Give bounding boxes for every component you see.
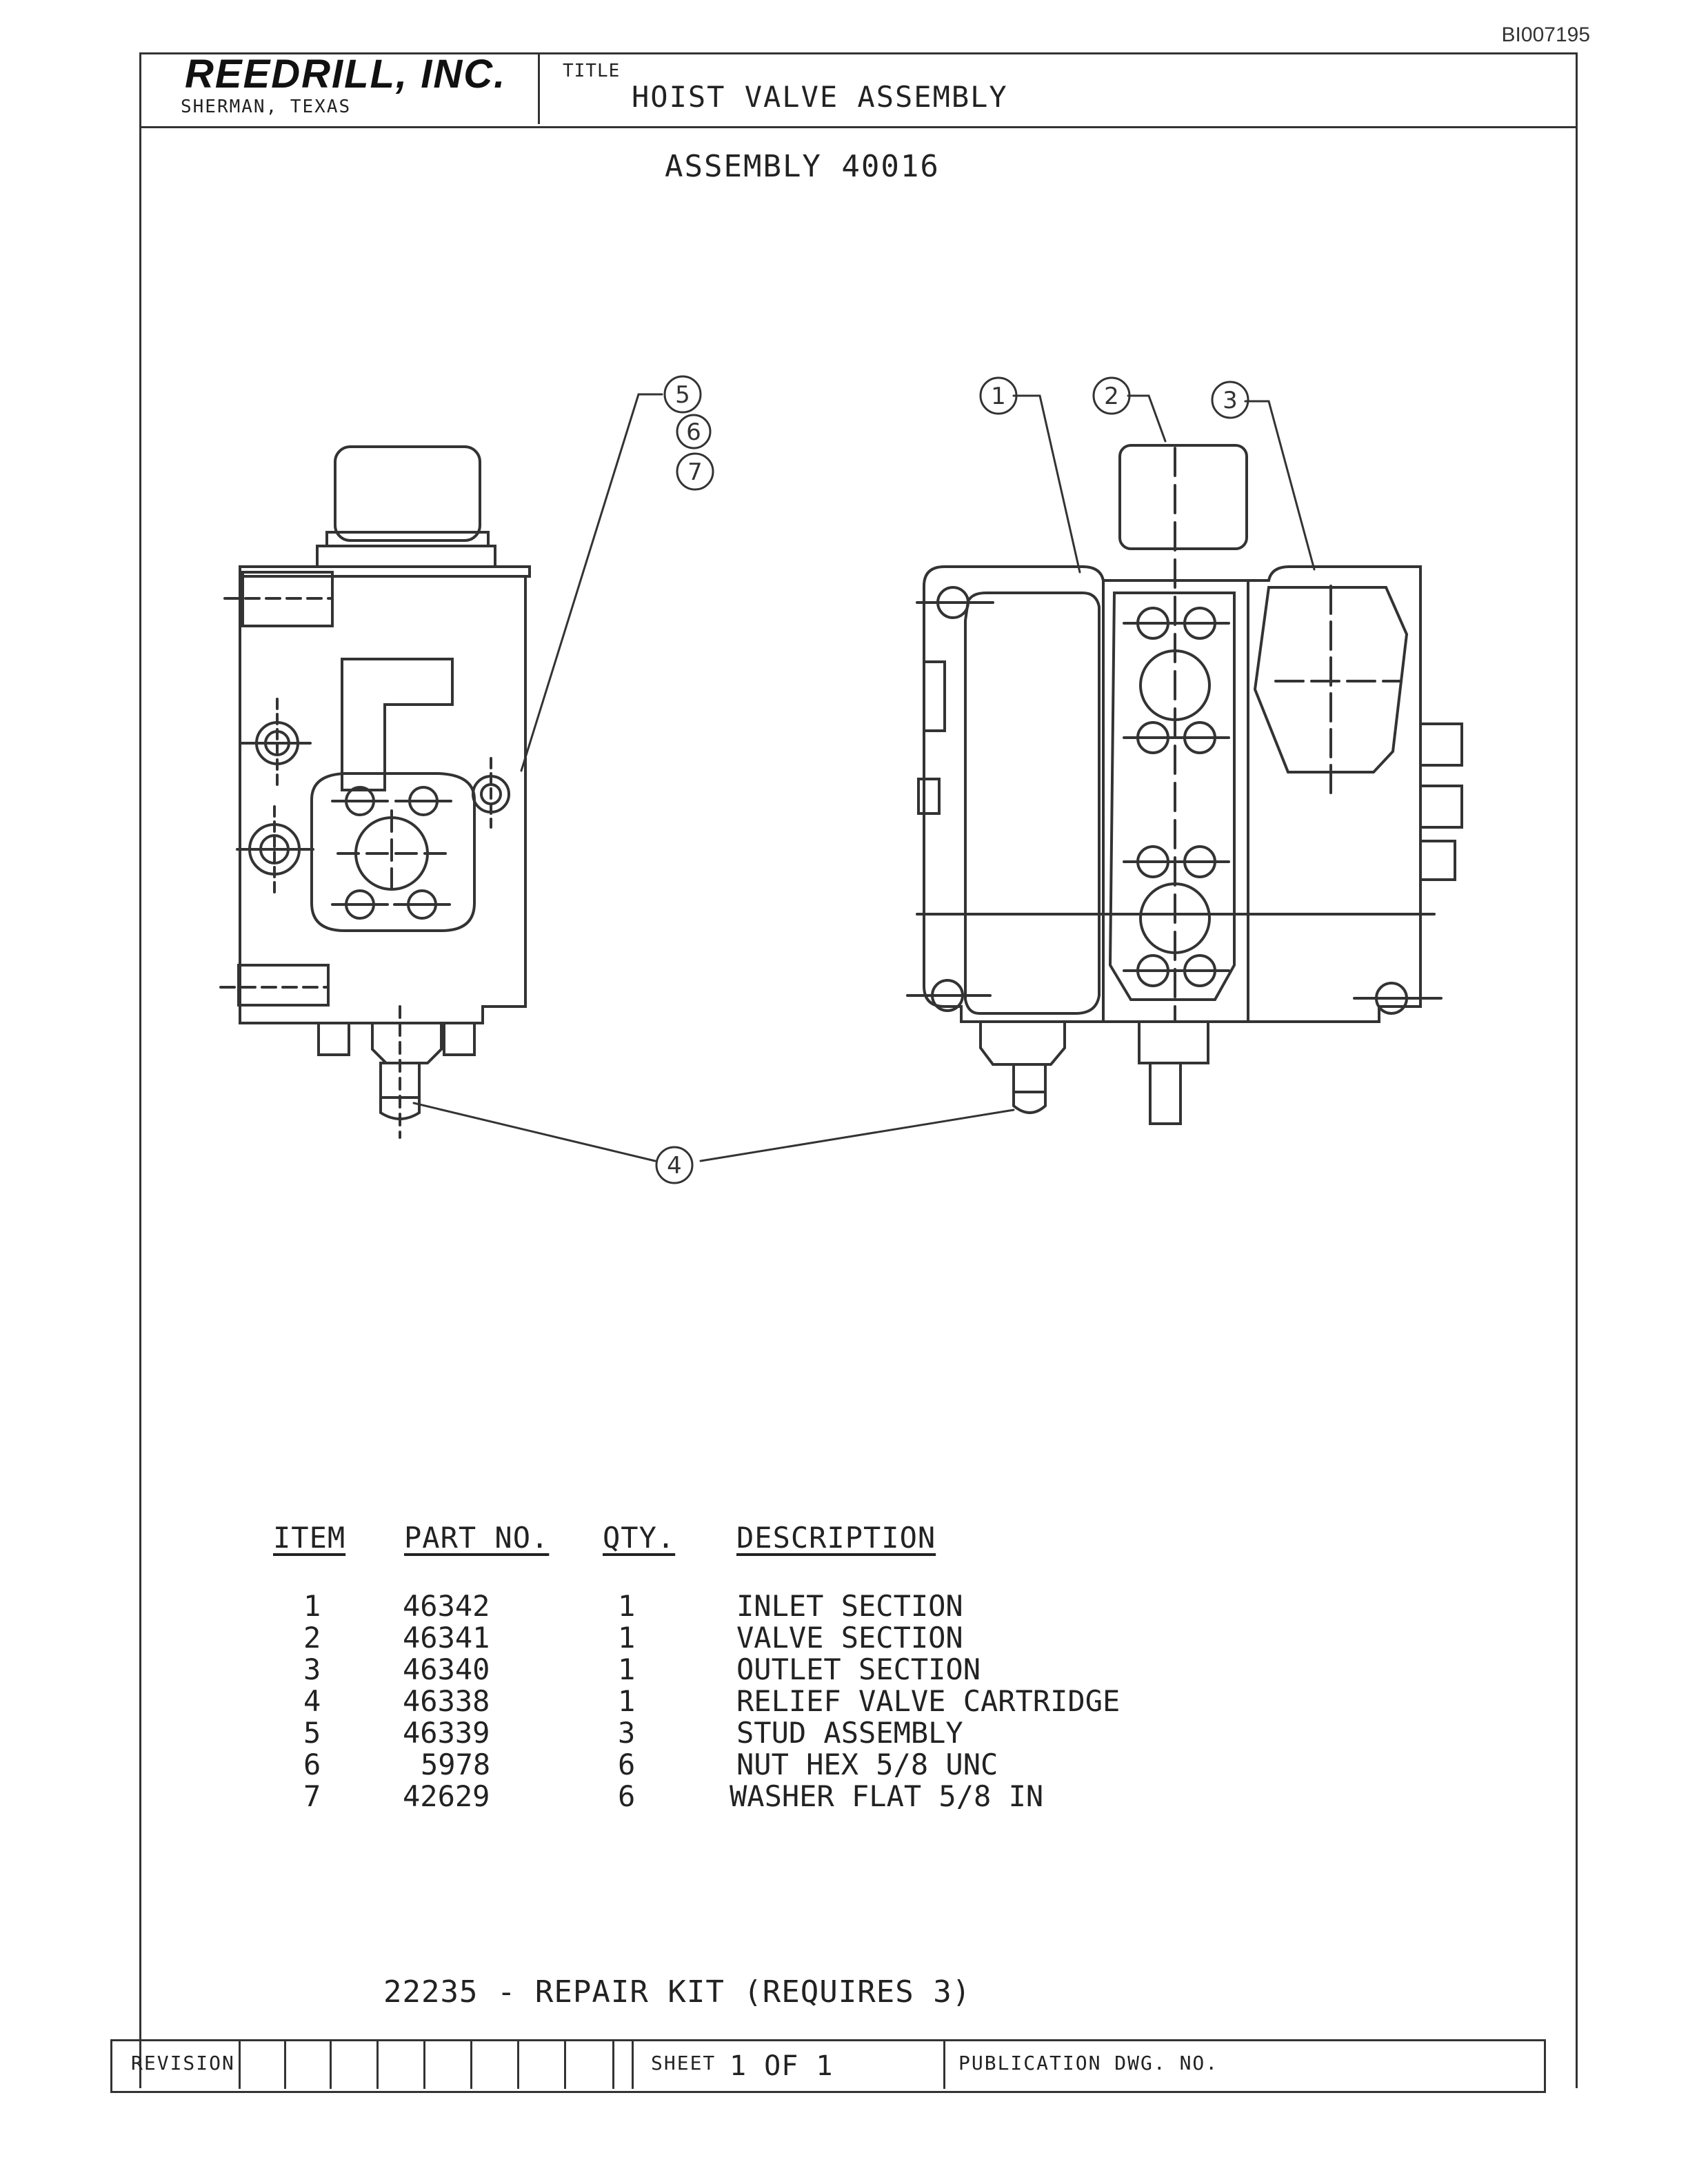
item-number: 1 <box>303 1589 321 1623</box>
quantity: 1 <box>618 1684 636 1718</box>
callout-7: 7 <box>687 458 703 486</box>
quantity: 1 <box>618 1652 636 1686</box>
assembly-number: ASSEMBLY 40016 <box>665 149 940 184</box>
callout-4: 4 <box>667 1152 682 1180</box>
document-id: BI007195 <box>1501 23 1590 46</box>
publication-drawing-label: PUBLICATION DWG. NO. <box>958 2052 1219 2074</box>
hoist-valve-drawing: 5 6 7 1 2 3 4 <box>219 375 1463 1184</box>
sheet-value: 1 OF 1 <box>730 2050 834 2082</box>
callout-5: 5 <box>675 381 690 409</box>
item-number: 4 <box>303 1684 321 1718</box>
part-number: 46342 <box>403 1589 490 1623</box>
description: VALVE SECTION <box>736 1621 963 1655</box>
col-header-qty: QTY. <box>603 1521 676 1555</box>
item-number: 6 <box>303 1748 321 1781</box>
item-number: 2 <box>303 1621 321 1655</box>
part-number: 5978 <box>421 1748 491 1781</box>
leader-lines <box>412 393 1316 1162</box>
company-name: REEDRILL, INC. <box>185 52 507 97</box>
title-block <box>139 52 1578 128</box>
col-header-item: ITEM <box>273 1521 346 1555</box>
front-view <box>906 444 1463 1125</box>
description: STUD ASSEMBLY <box>736 1716 963 1750</box>
item-number: 3 <box>303 1652 321 1686</box>
quantity: 1 <box>618 1589 636 1623</box>
sheet-label: SHEET <box>651 2052 716 2074</box>
quantity: 1 <box>618 1621 636 1655</box>
quantity: 6 <box>618 1779 636 1813</box>
callout-6: 6 <box>686 418 701 446</box>
part-number: 46341 <box>403 1621 490 1655</box>
description: INLET SECTION <box>736 1589 963 1623</box>
part-number: 46338 <box>403 1684 490 1718</box>
callout-2: 2 <box>1104 383 1119 410</box>
col-header-part-no: PART NO. <box>404 1521 550 1555</box>
quantity: 6 <box>618 1748 636 1781</box>
callout-3: 3 <box>1223 387 1238 414</box>
title-label: TITLE <box>563 61 621 81</box>
item-number: 7 <box>303 1779 321 1813</box>
callout-1: 1 <box>991 383 1006 410</box>
description: NUT HEX 5/8 UNC <box>736 1748 998 1781</box>
description: OUTLET SECTION <box>736 1652 981 1686</box>
side-view <box>219 445 531 1139</box>
revision-block <box>110 2039 1546 2093</box>
part-number: 46339 <box>403 1716 490 1750</box>
company-location: SHERMAN, TEXAS <box>181 97 352 117</box>
repair-kit-note: 22235 - REPAIR KIT (REQUIRES 3) <box>383 1974 972 2010</box>
quantity: 3 <box>618 1716 636 1750</box>
part-number: 42629 <box>403 1779 490 1813</box>
callout-bubbles <box>655 375 1249 1184</box>
item-number: 5 <box>303 1716 321 1750</box>
part-number: 46340 <box>403 1652 490 1686</box>
revision-label: REVISION <box>131 2052 235 2074</box>
description: WASHER FLAT 5/8 IN <box>730 1779 1044 1813</box>
col-header-description: DESCRIPTION <box>736 1521 936 1555</box>
drawing-title: HOIST VALVE ASSEMBLY <box>632 80 1008 114</box>
title-block-divider <box>538 52 540 124</box>
description: RELIEF VALVE CARTRIDGE <box>736 1684 1121 1718</box>
